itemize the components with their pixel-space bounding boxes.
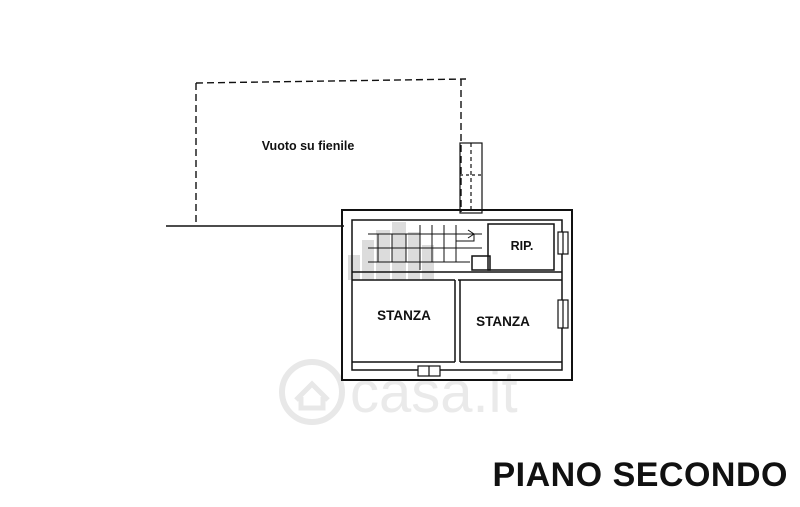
windows (417, 231, 569, 377)
label-storage: RIP. (511, 239, 534, 253)
hayloft-void-outline (195, 78, 467, 225)
label-room-right: STANZA (476, 314, 530, 329)
plan-title: PIANO SECONDO (492, 456, 788, 494)
watermark-house-icon (279, 359, 345, 425)
storage-room-walls (471, 223, 555, 271)
staircase (368, 225, 482, 270)
watermark-houses-icon (348, 222, 434, 280)
building-outer-walls (341, 209, 573, 381)
interior-partitions (352, 271, 562, 363)
chimney-flue (459, 142, 483, 214)
label-void-hayloft: Vuoto su fienile (262, 139, 355, 153)
label-room-left: STANZA (377, 308, 431, 323)
